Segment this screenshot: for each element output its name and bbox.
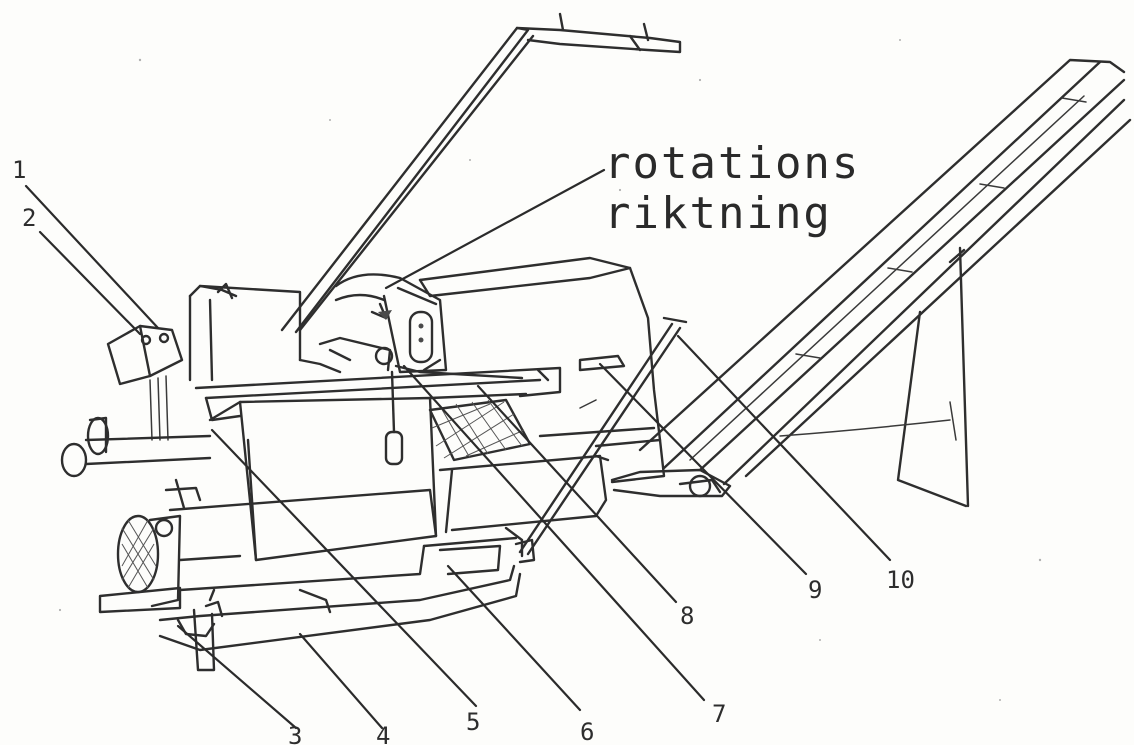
leader-5 (210, 428, 478, 708)
leader-1 (24, 184, 160, 330)
leader-6 (446, 564, 582, 712)
handles (164, 358, 550, 510)
leader-10 (676, 334, 892, 562)
control-box (106, 324, 184, 441)
leader-3 (176, 624, 298, 730)
blade-guard (334, 273, 448, 374)
callout-1: 1 (12, 156, 26, 184)
caption-line-2: riktning (604, 188, 832, 239)
scan-noise (58, 39, 1042, 701)
leader-7 (402, 364, 706, 702)
axle-arm (60, 416, 212, 478)
motor-housing (418, 256, 666, 484)
callout-3: 3 (288, 722, 302, 745)
callout-2: 2 (22, 204, 36, 232)
splitting-channel (438, 454, 610, 534)
base-skid (158, 564, 522, 672)
callout-4: 4 (376, 722, 390, 745)
overhead-arm (280, 12, 682, 334)
push-rod (514, 316, 688, 564)
main-frame (188, 282, 562, 422)
callout-7: 7 (712, 700, 726, 728)
leader-8 (476, 384, 678, 604)
callout-8: 8 (680, 602, 694, 630)
mesh-guard (428, 398, 532, 462)
leader-rotation (384, 168, 606, 290)
trough-box (208, 370, 528, 562)
leader-2 (38, 230, 142, 336)
lower-body (98, 488, 524, 614)
callout-6: 6 (580, 718, 594, 745)
leader-4 (298, 632, 384, 730)
callout-10: 10 (886, 566, 915, 594)
callout-5: 5 (466, 708, 480, 736)
caption-line-1: rotations (604, 138, 860, 189)
leader-lines (24, 168, 892, 730)
conveyor (610, 58, 1132, 508)
leader-9 (598, 362, 808, 576)
callout-9: 9 (808, 576, 822, 604)
